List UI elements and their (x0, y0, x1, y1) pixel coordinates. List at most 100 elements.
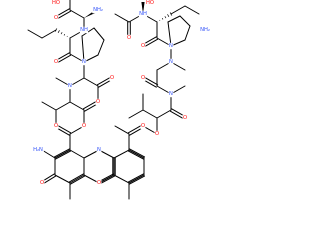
carbonyl-oxygen-label: O (54, 15, 58, 21)
right-ring-bond (128, 174, 145, 184)
atom-label-background (182, 114, 188, 122)
ethyl-bond (41, 29, 57, 39)
atom-label-background (32, 146, 44, 154)
atom-label-background (154, 130, 160, 138)
middle-ring-double (99, 175, 116, 185)
amide-nh-label: NH (139, 11, 147, 17)
chain-bond (69, 101, 85, 111)
right-ring-double (129, 148, 146, 158)
amide-nh-label: NH (80, 27, 88, 33)
amide-nitrogen-label: N (169, 59, 173, 65)
carbonyl-oxygen-label: O (110, 75, 114, 81)
atom-label-background (126, 34, 132, 42)
ring-nitrogen-label: N (97, 147, 101, 153)
left-ring-double (70, 175, 86, 185)
atom-label-background (95, 98, 101, 106)
stereo-hashed-bond (159, 12, 173, 21)
proline-nitrogen-label: N (82, 59, 86, 65)
carbonyl-double-bond (143, 38, 159, 48)
amino-group-label: H₂N (33, 147, 43, 153)
middle-ring-bond (98, 149, 115, 159)
keto-oxygen-label: O (40, 180, 44, 186)
carbonyl-oxygen-label: O (183, 115, 187, 121)
carbonyl-oxygen-label: O (141, 43, 145, 49)
middle-ring-bond (83, 149, 100, 159)
right-ring-double (129, 175, 146, 185)
left-ring-double (68, 173, 84, 183)
carbonyl-double-bond (56, 124, 72, 134)
stereo-hashed-bond (54, 28, 68, 37)
ethyl-bond (184, 5, 200, 15)
hash-stroke (63, 34, 66, 36)
atom-label-background (67, 82, 73, 90)
ring-oxygen-label: O (97, 180, 101, 186)
carbonyl-oxygen-label: O (54, 59, 58, 65)
carbonyl-double-bond (56, 54, 72, 64)
carbonyl-double-bond (127, 124, 143, 134)
atom-label-background (51, 0, 61, 7)
isopropyl-bond (41, 101, 57, 111)
atom-label-background (138, 10, 148, 18)
terminal-amino-label: NH₂ (93, 7, 103, 13)
atom-label-background (168, 58, 174, 66)
proline-nitrogen-label: N (169, 43, 173, 49)
left-ring-double (53, 148, 70, 158)
ethyl-bond (27, 29, 43, 39)
ester-bond (114, 125, 130, 135)
atom-label-background (81, 122, 87, 130)
proline-ring-bond (167, 15, 181, 23)
carbonyl-oxygen-label: O (96, 99, 100, 105)
right-ring-bond (113, 149, 130, 159)
atom-label-background (53, 122, 59, 130)
carbonyl-double-bond (82, 100, 98, 110)
atom-label-background (79, 26, 89, 34)
chain-bond (83, 77, 99, 87)
proline-ring-bond (81, 35, 85, 63)
right-ring-double (127, 150, 144, 160)
carbonyl-oxygen-label: O (127, 35, 131, 41)
left-ring-bond (54, 174, 71, 184)
stereo-wedge-bond (141, 2, 145, 14)
carbonyl-oxygen-label: O (141, 123, 145, 129)
isopropyl-bond (128, 109, 144, 119)
hash-stroke (167, 14, 170, 18)
atom-label-background (168, 42, 174, 50)
atom-label-background (81, 58, 87, 66)
chain-bond (156, 109, 172, 119)
hash-stroke (161, 18, 164, 20)
carbonyl-oxygen-label: O (54, 123, 58, 129)
chain-bond (55, 101, 71, 111)
proline-ring-bond (184, 25, 191, 41)
amide-nitrogen-label: N (68, 83, 72, 89)
hydroxyl-label: HO (146, 0, 154, 6)
left-ring-bond (69, 149, 85, 159)
left-ring-bond (69, 174, 85, 184)
atom-label-background (199, 26, 211, 34)
ester-oxygen-label: O (155, 131, 159, 137)
keto-double-bond (42, 175, 57, 185)
hydroxyl-label: HO (52, 0, 60, 6)
ester-oxygen-label: O (82, 123, 86, 129)
proline-ring-bond (93, 27, 105, 41)
atom-label-background (96, 146, 102, 154)
atom-label-background (39, 179, 45, 187)
atom-label-background (140, 74, 146, 82)
left-ring-bond (54, 149, 71, 159)
proline-ring-bond (179, 15, 191, 27)
right-ring-bond (128, 149, 145, 159)
ethyl-bond (170, 5, 186, 15)
amino-bond (41, 149, 56, 159)
carbonyl-double-bond (56, 10, 72, 20)
chain-bond (114, 13, 130, 23)
atom-label-background (145, 0, 155, 7)
atom-label-background (168, 90, 174, 98)
right-ring-bond (113, 174, 130, 184)
atom-label-background (96, 179, 102, 187)
right-ring-double (127, 173, 144, 183)
atom-label-background (140, 122, 146, 130)
chain-bond (69, 9, 85, 19)
hash-stroke (164, 16, 167, 19)
middle-ring-bond (83, 174, 100, 184)
